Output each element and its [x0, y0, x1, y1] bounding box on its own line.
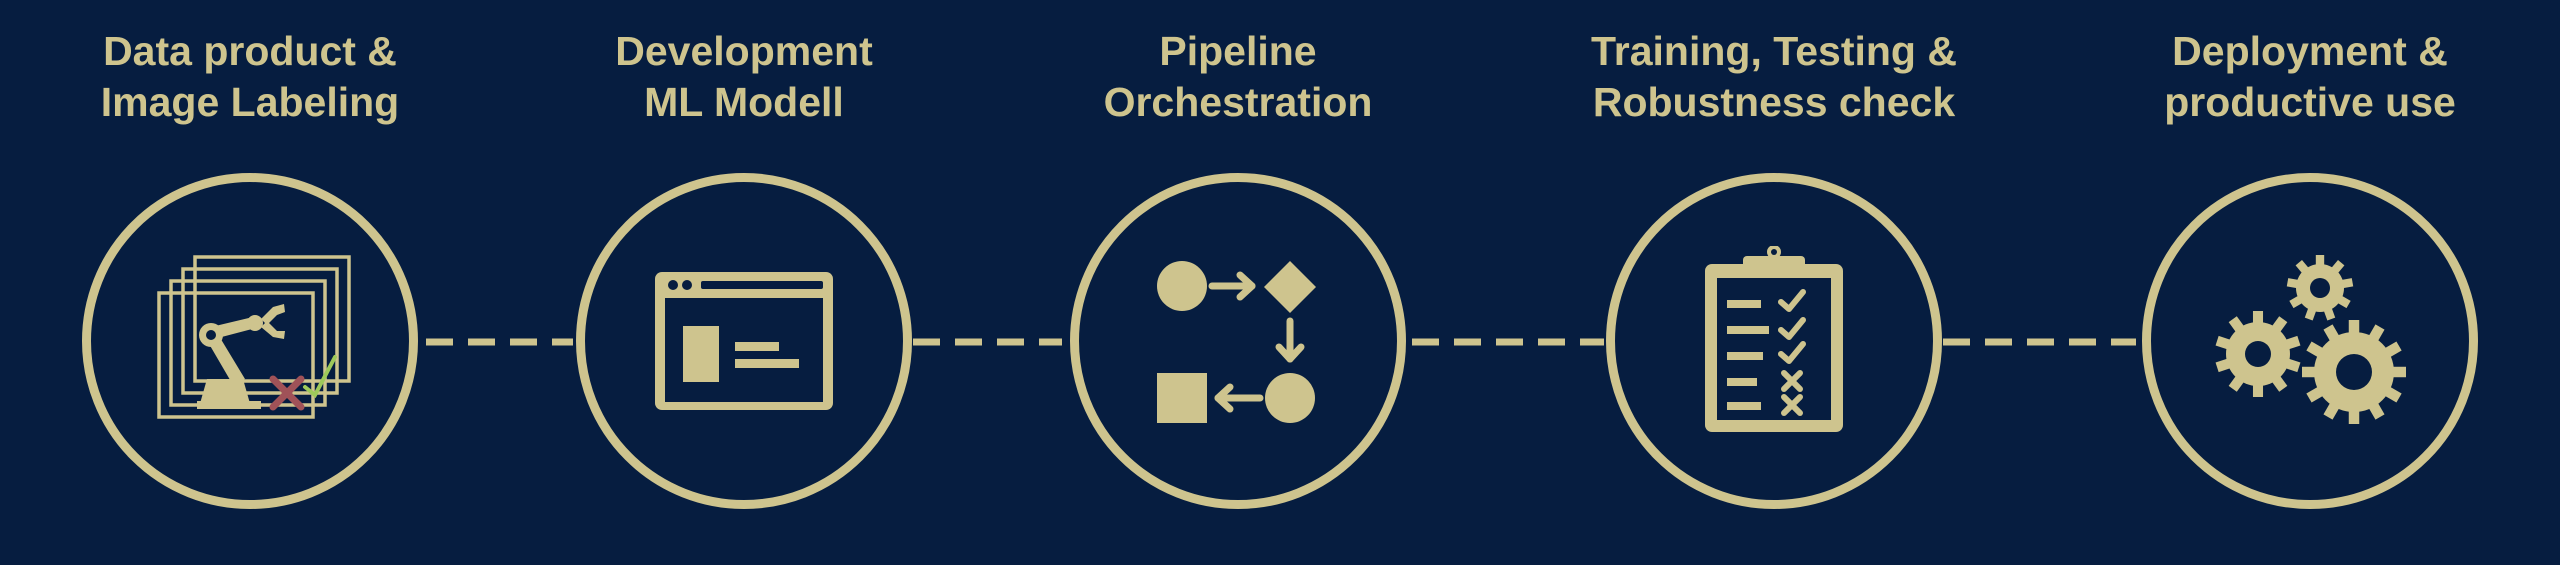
step-title: Deployment & productive use	[2164, 26, 2456, 130]
step-title: Data product & Image Labeling	[101, 26, 399, 130]
clipboard-checklist-icon	[1705, 246, 1843, 432]
gear-medium	[2215, 311, 2301, 397]
step-circle	[1606, 173, 1942, 509]
step-circle	[576, 173, 912, 509]
gear-small	[2286, 255, 2354, 321]
browser-window-icon	[655, 272, 833, 410]
step-development: Development ML Modell	[544, 0, 944, 509]
step-circle	[82, 173, 418, 509]
step-title-line2: ML Modell	[644, 79, 844, 125]
gears-icon	[2215, 255, 2406, 424]
step-title-line1: Data product &	[103, 28, 397, 74]
step-title: Training, Testing & Robustness check	[1591, 26, 1957, 130]
step-title: Development ML Modell	[615, 26, 872, 130]
step-title-line1: Pipeline	[1159, 28, 1317, 74]
step-data-product: Data product & Image Labeling	[50, 0, 450, 509]
flowchart-icon	[1157, 261, 1316, 423]
step-deployment: Deployment & productive use	[2110, 0, 2510, 509]
step-title-line2: productive use	[2164, 79, 2456, 125]
step-circle	[1070, 173, 1406, 509]
step-title-line2: Orchestration	[1103, 79, 1373, 125]
step-title-line2: Image Labeling	[100, 79, 400, 125]
robot-arm-image-stack-icon	[157, 255, 351, 419]
step-title-line2: Robustness check	[1592, 79, 1956, 125]
step-title-line1: Development	[615, 28, 873, 74]
step-pipeline: Pipeline Orchestration	[1038, 0, 1438, 509]
step-circle	[2142, 173, 2478, 509]
step-title-line1: Deployment &	[2172, 28, 2448, 74]
step-title-line1: Training, Testing &	[1591, 28, 1957, 74]
step-title: Pipeline Orchestration	[1104, 26, 1373, 130]
gear-large	[2302, 320, 2406, 424]
step-training: Training, Testing & Robustness check	[1574, 0, 1974, 509]
